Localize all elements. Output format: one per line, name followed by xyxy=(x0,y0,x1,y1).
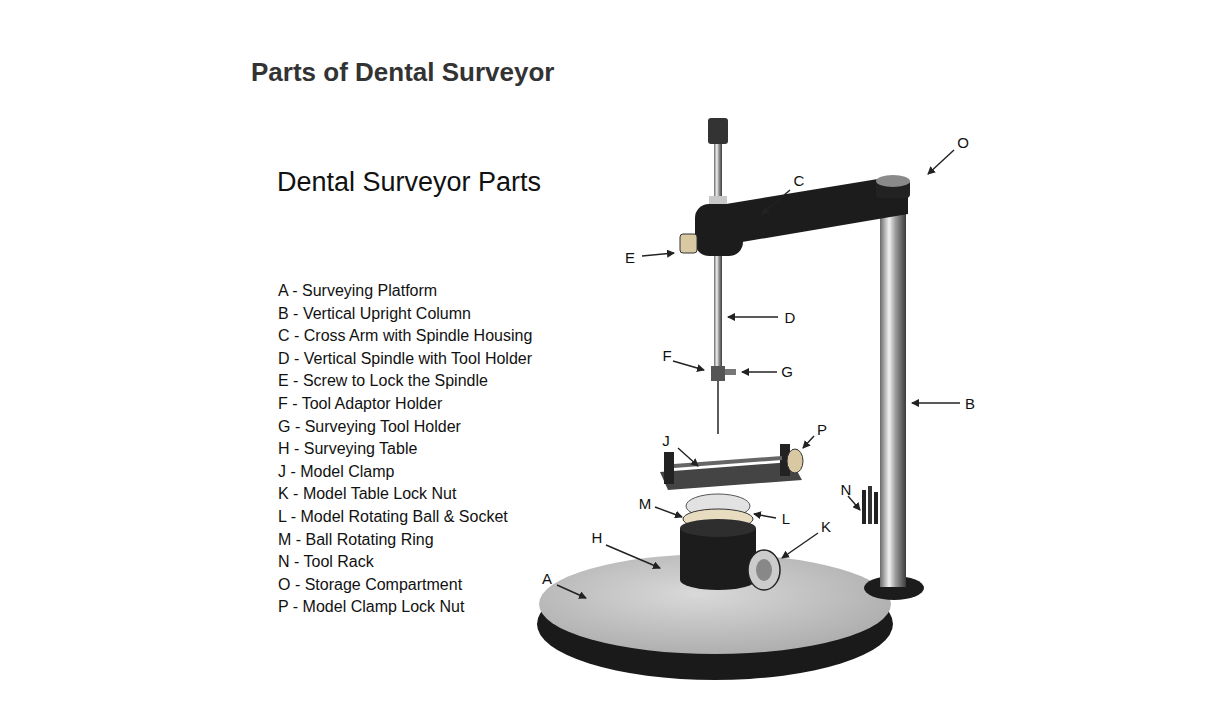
part-list-item: B - Vertical Upright Column xyxy=(278,305,471,323)
callout-letter: K xyxy=(821,518,831,535)
part-list-item: O - Storage Compartment xyxy=(278,576,462,594)
callout-letter: P xyxy=(817,421,827,438)
callout-letter: O xyxy=(957,134,969,151)
storage-lid xyxy=(876,175,910,187)
callout-letter: D xyxy=(785,309,796,326)
spindle-housing xyxy=(695,204,743,256)
analyzing-rod xyxy=(717,381,719,434)
part-list-item: D - Vertical Spindle with Tool Holder xyxy=(278,350,532,368)
lock-nut xyxy=(748,550,780,590)
callout-letter: M xyxy=(639,495,652,512)
callout-letter: B xyxy=(965,395,975,412)
callout-letter: A xyxy=(542,570,552,587)
leader-line xyxy=(673,361,704,370)
panel-heading: Dental Surveyor Parts xyxy=(277,167,541,198)
pedestal-bottom xyxy=(680,570,756,590)
leader-line xyxy=(742,371,777,372)
tool-rack-rod xyxy=(874,492,878,524)
upright-column xyxy=(880,192,906,587)
leader-line xyxy=(754,514,776,518)
callout-letter: F xyxy=(662,347,671,364)
leader-lines xyxy=(557,150,960,598)
part-list-item: P - Model Clamp Lock Nut xyxy=(278,598,464,616)
part-list-item: A - Surveying Platform xyxy=(278,282,437,300)
leader-line xyxy=(642,253,674,256)
leader-line xyxy=(762,190,790,214)
part-list-item: N - Tool Rack xyxy=(278,553,374,571)
callout-letter: C xyxy=(794,172,805,189)
holder-screw xyxy=(725,369,736,375)
callout-letter: J xyxy=(662,432,670,449)
part-list-item: M - Ball Rotating Ring xyxy=(278,531,434,549)
callout-letter: E xyxy=(625,249,635,266)
tool-rack-rod xyxy=(862,490,866,524)
clamp-knob xyxy=(787,449,803,473)
page-title: Parts of Dental Surveyor xyxy=(251,57,554,88)
spindle-collar xyxy=(709,196,727,205)
lock-screw xyxy=(680,234,697,253)
part-list-item: G - Surveying Tool Holder xyxy=(278,418,461,436)
leader-line xyxy=(728,316,778,317)
part-list-item: F - Tool Adaptor Holder xyxy=(278,395,442,413)
callout-letter: G xyxy=(781,363,793,380)
spindle-rod xyxy=(714,140,722,380)
leader-line xyxy=(912,402,960,403)
leader-line xyxy=(803,436,814,448)
surveyor-drawing xyxy=(537,118,924,680)
part-list-item: C - Cross Arm with Spindle Housing xyxy=(278,327,532,345)
tool-rack-rod xyxy=(868,486,872,524)
leader-line xyxy=(655,507,682,517)
part-list-item: J - Model Clamp xyxy=(278,463,394,481)
callout-letter: H xyxy=(592,529,603,546)
part-list-item: L - Model Rotating Ball & Socket xyxy=(278,508,508,526)
leader-line xyxy=(678,448,698,466)
leader-line xyxy=(928,150,954,174)
callout-letter: N xyxy=(841,481,852,498)
tool-holder xyxy=(711,366,725,381)
leader-line xyxy=(782,533,818,558)
leader-line xyxy=(606,545,660,568)
part-list-item: K - Model Table Lock Nut xyxy=(278,485,456,503)
clamp-jaw xyxy=(664,452,674,484)
lock-nut-center xyxy=(756,559,772,581)
callout-letter: L xyxy=(782,510,790,527)
leader-line xyxy=(557,585,586,598)
part-list-item: E - Screw to Lock the Spindle xyxy=(278,372,488,390)
spindle-knob xyxy=(708,118,728,144)
part-list-item: H - Surveying Table xyxy=(278,440,417,458)
pedestal-top xyxy=(680,519,756,537)
leader-line xyxy=(848,496,860,510)
